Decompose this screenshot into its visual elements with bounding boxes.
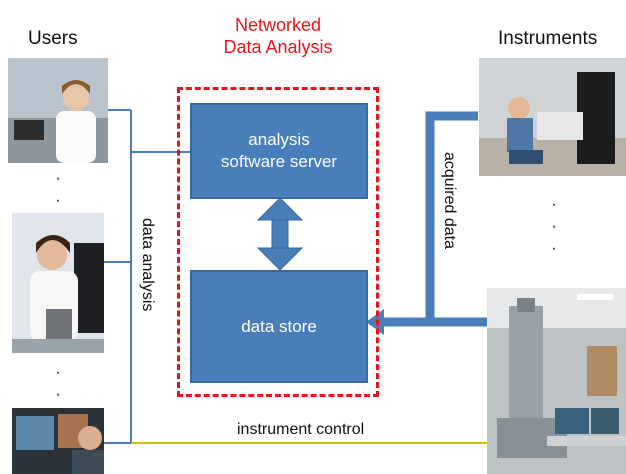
server-label-line-2: software server — [220, 152, 338, 171]
networked-analysis-boundary — [177, 87, 379, 397]
data-store-label: data store — [241, 316, 317, 336]
users-ellipsis-top: ·· — [55, 170, 61, 209]
acquired-data-path — [425, 111, 487, 327]
data-analysis-label: data analysis — [139, 218, 156, 312]
user-photo-lab — [8, 58, 108, 163]
user-photo-microscope — [12, 213, 104, 353]
analysis-software-server-box: analysis software server — [190, 103, 368, 199]
title-line-1: Networked — [234, 15, 322, 35]
instrument-photo-operator — [479, 58, 626, 176]
acquired-data-arrowhead — [366, 309, 384, 335]
instrument-control-label: instrument control — [237, 421, 365, 438]
instruments-ellipsis: ··· — [551, 196, 557, 257]
instruments-heading: Instruments — [498, 28, 598, 49]
diagram-title: Networked Data Analysis — [203, 14, 353, 58]
instrument-photo-microscope — [487, 288, 626, 474]
data-store-box: data store — [190, 270, 368, 383]
acquired-data-label: acquired data — [441, 152, 458, 249]
double-arrow-icon — [256, 197, 304, 271]
server-label-line-1: analysis — [248, 130, 310, 149]
users-heading: Users — [28, 28, 78, 49]
title-line-2: Data Analysis — [223, 37, 333, 57]
users-ellipsis-bottom: ·· — [55, 364, 61, 403]
user-photo-monitors — [12, 408, 104, 474]
